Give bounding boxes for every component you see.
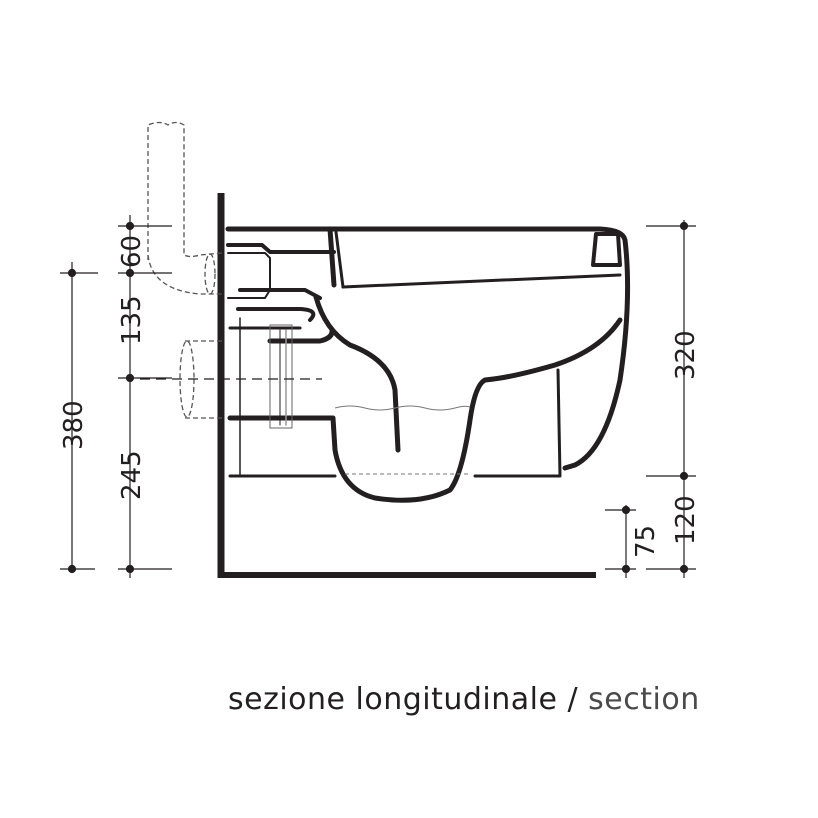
dim-320: 320	[671, 330, 701, 380]
dim-120: 120	[671, 495, 701, 545]
supply-pipe-hidden	[147, 121, 223, 419]
dimension-labels: 380 60 135 245 320 120 75	[59, 235, 701, 558]
caption-secondary: section	[588, 682, 700, 717]
dim-60: 60	[117, 235, 147, 268]
dim-75: 75	[631, 525, 661, 558]
wall-and-floor	[217, 193, 596, 578]
caption: sezione longitudinale / section	[228, 682, 700, 717]
left-dimensions	[60, 215, 172, 578]
right-dimensions	[605, 220, 696, 578]
caption-separator: /	[567, 682, 579, 717]
dim-380: 380	[59, 400, 89, 450]
toilet-body	[225, 226, 631, 503]
water-level	[334, 405, 471, 475]
dim-245: 245	[117, 450, 147, 500]
caption-primary: sezione longitudinale	[228, 682, 558, 717]
dim-135: 135	[117, 295, 147, 345]
